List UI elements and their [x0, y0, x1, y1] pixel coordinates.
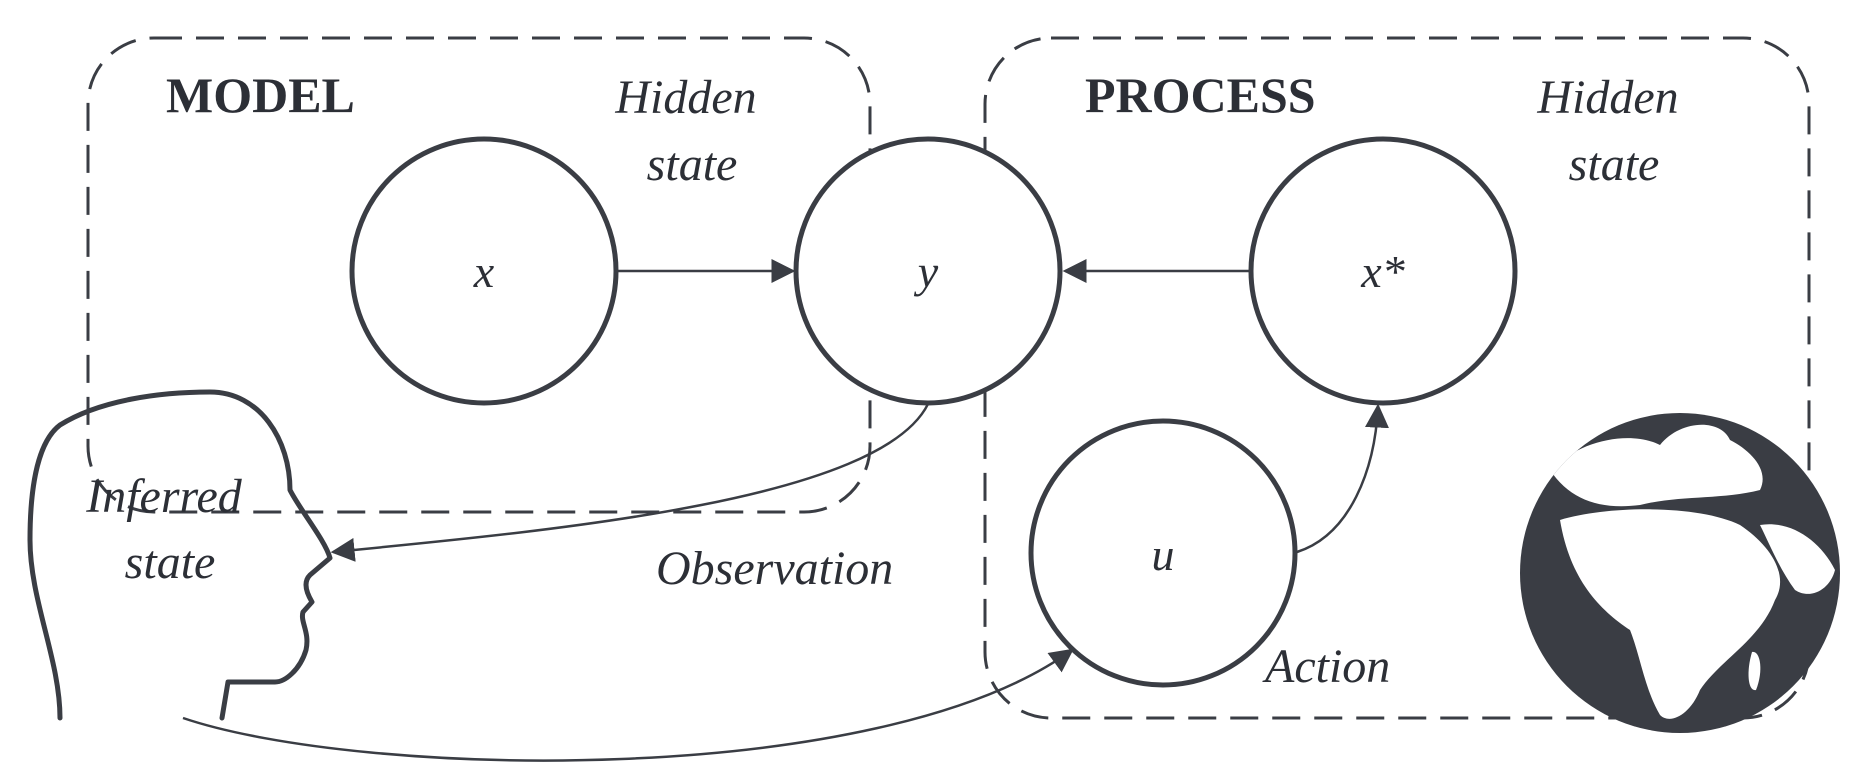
inferred-state-line-2: state	[125, 536, 216, 589]
process-title: PROCESS	[1085, 67, 1316, 123]
process-hidden-state-label: Hidden state	[1536, 71, 1690, 191]
node-u-label: u	[1152, 529, 1175, 580]
inferred-state-line-1: Inferred	[85, 470, 243, 523]
edge-head-to-u	[182, 648, 1074, 762]
globe-madagascar-landmass	[1748, 651, 1761, 691]
process-hidden-state-line-2: state	[1569, 138, 1660, 191]
model-hidden-state-line-2: state	[647, 138, 738, 191]
node-x-star-label: x*	[1360, 246, 1404, 297]
node-u	[1028, 418, 1298, 688]
globe-africa-landmass	[1560, 509, 1781, 719]
observation-label: Observation	[656, 542, 893, 595]
edge-y-to-head-observation	[330, 403, 930, 562]
edge-u-to-xstar-action	[1296, 403, 1389, 554]
model-hidden-state-line-1: Hidden	[614, 71, 756, 124]
model-hidden-state-label: Hidden state	[614, 71, 768, 191]
human-head-icon	[27, 389, 333, 721]
node-x	[349, 136, 619, 406]
inferred-state-label: Inferred state	[85, 470, 254, 589]
node-y-label: y	[914, 246, 939, 297]
node-x-star	[1248, 136, 1518, 406]
process-box	[983, 36, 1811, 720]
earth-globe-icon	[1520, 413, 1840, 733]
node-y	[793, 136, 1063, 406]
globe-europe-landmass	[1550, 424, 1763, 507]
action-label: Action	[1262, 640, 1390, 693]
model-title: MODEL	[166, 67, 355, 123]
node-x-label: x	[473, 246, 495, 297]
globe-arabia-landmass	[1760, 524, 1835, 594]
process-hidden-state-line-1: Hidden	[1536, 71, 1678, 124]
